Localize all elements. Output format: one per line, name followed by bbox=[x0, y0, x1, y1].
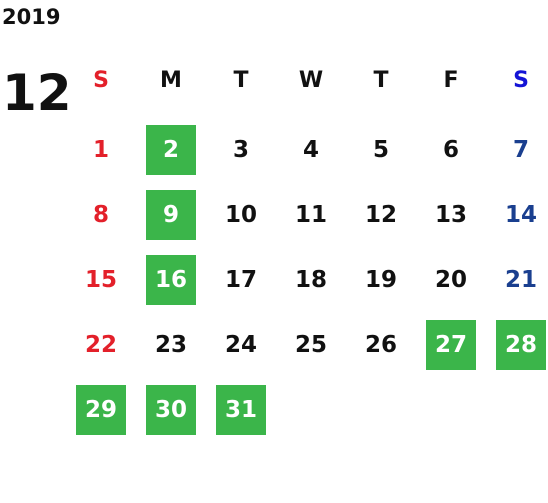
calendar-day-26[interactable]: 26 bbox=[364, 332, 397, 358]
calendar-day-18[interactable]: 18 bbox=[294, 267, 327, 293]
calendar-day-16[interactable]: 16 bbox=[146, 255, 196, 305]
weekday-header-friday: F bbox=[443, 68, 459, 93]
calendar-day-30[interactable]: 30 bbox=[146, 385, 196, 435]
calendar-day-15[interactable]: 15 bbox=[84, 267, 117, 293]
weekday-header-thursday: T bbox=[373, 68, 389, 93]
calendar-day-3[interactable]: 3 bbox=[232, 137, 249, 163]
calendar-day-28[interactable]: 28 bbox=[496, 320, 546, 370]
calendar-day-7[interactable]: 7 bbox=[512, 137, 529, 163]
calendar-day-2[interactable]: 2 bbox=[146, 125, 196, 175]
calendar-day-11[interactable]: 11 bbox=[294, 202, 327, 228]
calendar-day-25[interactable]: 25 bbox=[294, 332, 327, 358]
weekday-header-tuesday: T bbox=[233, 68, 249, 93]
weekday-header-wednesday: W bbox=[298, 68, 324, 93]
calendar-year: 2019 bbox=[2, 5, 61, 29]
calendar-day-4[interactable]: 4 bbox=[302, 137, 319, 163]
calendar-day-5[interactable]: 5 bbox=[372, 137, 389, 163]
calendar-day-6[interactable]: 6 bbox=[442, 137, 459, 163]
calendar-day-9[interactable]: 9 bbox=[146, 190, 196, 240]
calendar-day-24[interactable]: 24 bbox=[224, 332, 257, 358]
calendar-day-23[interactable]: 23 bbox=[154, 332, 187, 358]
calendar-day-1[interactable]: 1 bbox=[92, 137, 109, 163]
calendar-day-19[interactable]: 19 bbox=[364, 267, 397, 293]
weekday-header-monday: M bbox=[160, 68, 182, 93]
calendar-day-22[interactable]: 22 bbox=[84, 332, 117, 358]
calendar-day-14[interactable]: 14 bbox=[504, 202, 537, 228]
calendar-day-20[interactable]: 20 bbox=[434, 267, 467, 293]
calendar-day-21[interactable]: 21 bbox=[504, 267, 537, 293]
calendar-day-17[interactable]: 17 bbox=[224, 267, 257, 293]
calendar-day-10[interactable]: 10 bbox=[224, 202, 257, 228]
calendar-day-12[interactable]: 12 bbox=[364, 202, 397, 228]
calendar-day-13[interactable]: 13 bbox=[434, 202, 467, 228]
calendar-month: 12 bbox=[2, 64, 72, 122]
weekday-header-saturday: S bbox=[513, 68, 529, 93]
weekday-header-sunday: S bbox=[93, 68, 109, 93]
calendar-day-8[interactable]: 8 bbox=[92, 202, 109, 228]
calendar-day-29[interactable]: 29 bbox=[76, 385, 126, 435]
calendar-day-31[interactable]: 31 bbox=[216, 385, 266, 435]
calendar-day-27[interactable]: 27 bbox=[426, 320, 476, 370]
